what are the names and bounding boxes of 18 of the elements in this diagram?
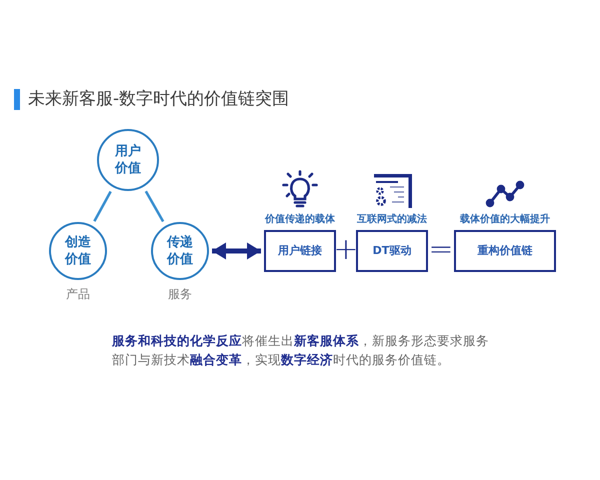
box-heading: 价值传递的载体: [265, 213, 335, 226]
caption-text: 服务: [168, 287, 192, 301]
slide-title: 未来新客服-数字时代的价值链突围: [28, 88, 290, 110]
box-label: DT驱动: [372, 244, 412, 258]
plus-sign: +: [333, 235, 359, 265]
circle-label: 创造价值: [65, 234, 91, 268]
double-arrow: [212, 242, 261, 260]
circle-label: 用户价值: [115, 143, 141, 177]
summary-paragraph: 服务和科技的化学反应将催生出新客服体系，新服务形态要求服务部门与新技术融合变革，实现数字经济时代的服务价值链。: [112, 332, 490, 369]
box-label: 用户链接: [278, 244, 322, 258]
connector-line: [144, 190, 164, 222]
equals-sign: =: [428, 235, 454, 265]
box-heading: 载体价值的大幅提升: [460, 213, 550, 226]
connector-line: [93, 190, 112, 222]
circle-label: 传递价值: [167, 234, 193, 268]
caption-text: 产品: [66, 287, 90, 301]
box-label: 重构价值链: [478, 244, 532, 258]
box-heading: 互联网式的减法: [357, 213, 427, 226]
